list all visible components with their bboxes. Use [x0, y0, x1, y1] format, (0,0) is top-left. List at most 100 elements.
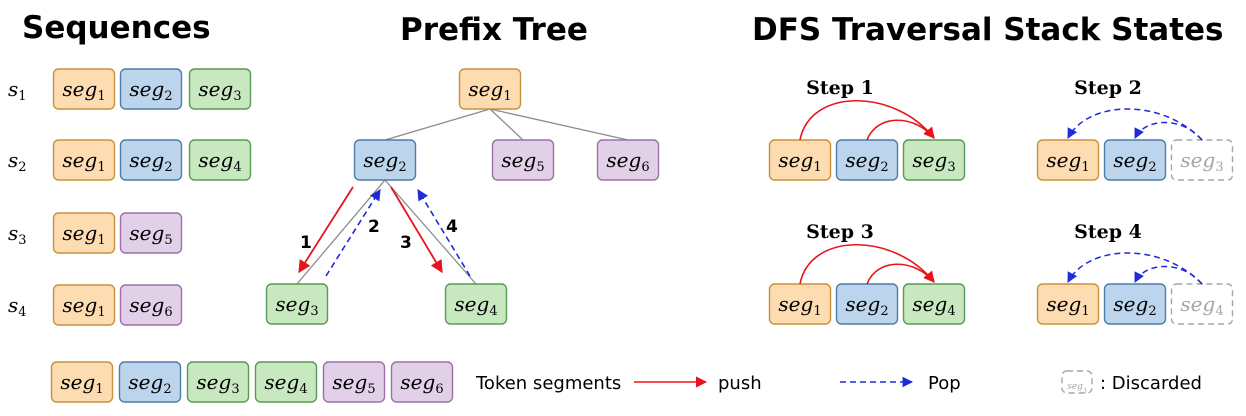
pop-arc [1067, 108, 1203, 141]
segment-label: seg4 [912, 292, 955, 319]
segment-box [265, 283, 329, 325]
segment-label: seg1 [468, 77, 511, 104]
push-arc [866, 263, 935, 285]
dfs-title: DFS Traversal Stack States [752, 12, 1224, 48]
segment-seg1: seg1 [52, 68, 116, 110]
segment-seg5: seg5 [491, 139, 555, 181]
tree-edge [384, 179, 477, 285]
dfs-step: Step 1 seg1 seg2 seg3 [768, 77, 966, 181]
segment-seg6: seg6 [596, 139, 660, 181]
sequence-label: s2 [8, 148, 27, 175]
segment-seg2: seg2 [119, 68, 183, 110]
segment-box [186, 361, 250, 403]
traversal-step-number: 3 [400, 233, 412, 253]
segment-label: seg1 [62, 221, 105, 248]
sequence-row: s3 seg1 seg5 [8, 212, 183, 254]
segment-label: seg1 [62, 148, 105, 175]
segment-label: seg2 [129, 148, 172, 175]
segment-box [390, 361, 454, 403]
pop-arc [1134, 265, 1203, 285]
segment-seg1: seg1 [768, 283, 832, 325]
segment-label: seg2 [1113, 148, 1156, 175]
segment-label: seg3 [912, 148, 955, 175]
segment-seg6: seg6 [119, 284, 183, 326]
tree-edge [489, 108, 629, 141]
segment-box [188, 139, 252, 181]
segment-box [188, 68, 252, 110]
segment-label: seg2 [845, 292, 888, 319]
segment-seg1: seg1 [52, 212, 116, 254]
segment-label: seg1 [62, 77, 105, 104]
segment-label: seg5 [501, 148, 544, 175]
segment-seg3: seg3 [265, 283, 329, 325]
push-arc [799, 244, 935, 285]
segment-label: seg2 [128, 370, 171, 397]
segment-box [1061, 370, 1093, 394]
segment-label: seg6 [400, 370, 443, 397]
legend-pop-label: Pop [928, 373, 961, 394]
segment-box [322, 361, 386, 403]
segment-seg5: seg5 [119, 212, 183, 254]
segment-label: seg1 [1046, 292, 1089, 319]
segment-box [444, 283, 508, 325]
segment-box [254, 361, 318, 403]
dfs-step: Step 3 seg1 seg2 seg4 [768, 221, 966, 325]
legend-token-segments-label: Token segments [475, 373, 621, 394]
segment-label: seg1 [778, 292, 821, 319]
legend-discarded-label: : Discarded [1100, 373, 1202, 394]
segment-label: seg4 [264, 370, 307, 397]
segment-seg2: seg2 [118, 361, 182, 403]
segment-box [596, 139, 660, 181]
segment-seg2: seg2 [835, 283, 899, 325]
segment-seg1: seg1 [768, 139, 832, 181]
segment-seg4: seg4 [902, 283, 966, 325]
segment-label: seg4 [198, 148, 241, 175]
segment-seg1: seg1 [458, 68, 522, 110]
segment-seg3: seg3 [188, 68, 252, 110]
segment-label: seg5 [129, 221, 172, 248]
step-title: Step 1 [806, 77, 874, 99]
step-title: Step 3 [806, 221, 874, 243]
sequence-row: s2 seg1 seg2 seg4 [8, 139, 252, 181]
segment-seg4: seg4 [444, 283, 508, 325]
sequence-label: s3 [8, 221, 27, 248]
segment-box [1036, 283, 1100, 325]
segment-label: seg2 [129, 77, 172, 104]
segment-box [1103, 283, 1167, 325]
segment-box [902, 139, 966, 181]
traversal-step-number: 1 [300, 233, 312, 253]
pop-arc [1067, 252, 1203, 285]
step-title: Step 2 [1074, 77, 1142, 99]
segment-label: seg4 [1180, 292, 1223, 319]
push-arc [866, 119, 935, 141]
segment-box [52, 284, 116, 326]
segment-box [119, 284, 183, 326]
segment-box [118, 361, 182, 403]
segment-seg1: seg1 [1036, 283, 1100, 325]
segment-box [50, 361, 114, 403]
push-arrow [298, 186, 354, 274]
segment-label: seg3 [1180, 148, 1223, 175]
segment-seg2: seg2 [835, 139, 899, 181]
step-title: Step 4 [1074, 221, 1142, 243]
legend-push-label: push [718, 373, 762, 394]
segment-seg1: seg1 [50, 361, 114, 403]
segment-seg4: seg4 [254, 361, 318, 403]
segment-seg3: seg3 [1061, 370, 1093, 395]
tree-edge [489, 108, 524, 141]
segment-label: seg1 [778, 148, 821, 175]
segment-seg4: seg4 [1170, 283, 1234, 325]
push-arrow [390, 186, 443, 274]
segment-box [1036, 139, 1100, 181]
segment-box [119, 212, 183, 254]
segment-box [1103, 139, 1167, 181]
segment-seg3: seg3 [902, 139, 966, 181]
